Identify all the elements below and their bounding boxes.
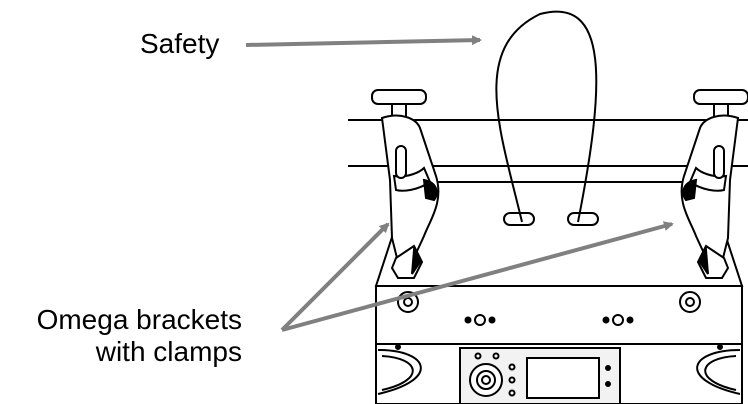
omega-label-line2: with clamps [95,336,242,367]
omega-brackets-label: Omega brackets with clamps [37,304,242,368]
left-bracket-arrow [280,222,390,332]
control-panel-icon [459,347,621,404]
callout-arrows [245,35,674,332]
safety-cable-icon [495,10,598,223]
omega-bracket-clamp-icon [371,89,440,279]
safety-label: Safety [140,28,220,59]
right-bracket-arrow [281,221,674,332]
omega-label-line1: Omega brackets [36,304,242,335]
safety-arrow [245,35,482,47]
omega-bracket-clamp-icon [680,89,748,279]
